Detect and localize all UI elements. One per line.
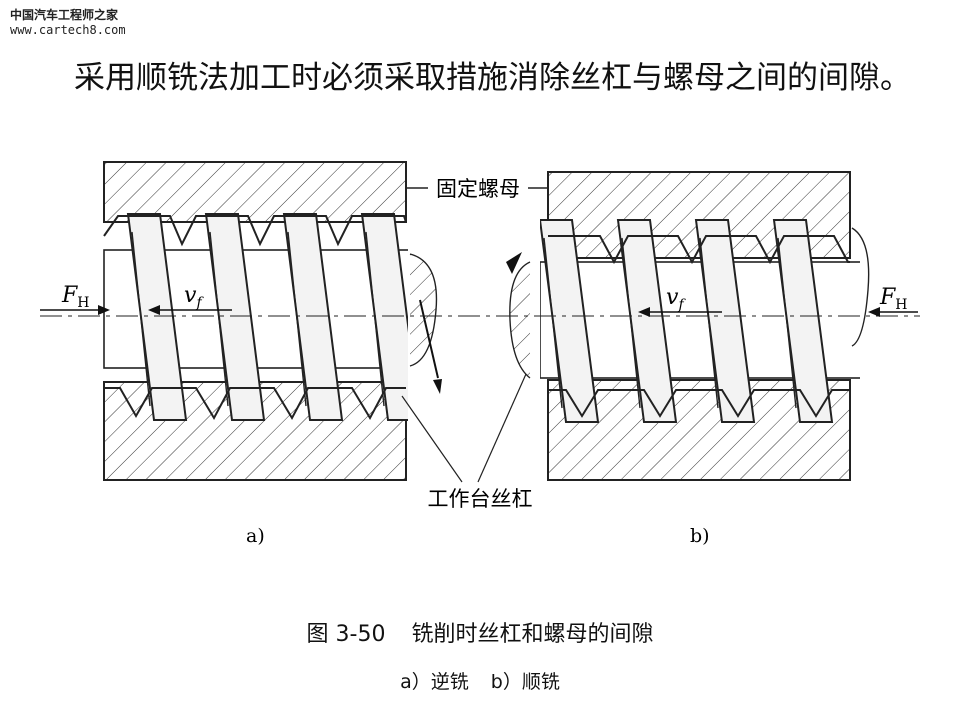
- figure-title: 铣削时丝杠和螺母的间隙: [411, 622, 654, 647]
- body-paragraph: 采用顺铣法加工时必须采取措施消除丝杠与螺母之间的间隙。: [74, 60, 911, 96]
- subcaption-b: b）顺铣: [490, 671, 560, 693]
- panel-label-b: b): [690, 525, 710, 547]
- fixed-nut-label: 固定螺母: [436, 177, 520, 201]
- feed-label-b: vf: [666, 285, 686, 313]
- subcaption-a: a）逆铣: [400, 671, 469, 693]
- panel-a: [103, 161, 442, 481]
- rotation-arrow-a: [419, 299, 439, 379]
- screw-end-section-b: [509, 261, 531, 379]
- rotation-arrow-b: [506, 252, 522, 274]
- watermark-url: www.cartech8.com: [10, 23, 126, 37]
- force-label-b: FH: [879, 285, 907, 313]
- leadscrew-nut-figure: FH vf vf FH 固定螺母 工作台丝杠 a) b): [40, 161, 920, 547]
- screw-threads-a: [126, 213, 408, 421]
- panel-label-a: a): [246, 525, 265, 547]
- leadscrew-leader-b: [477, 373, 527, 483]
- leadscrew-label: 工作台丝杠: [428, 487, 533, 511]
- panel-b: [506, 171, 870, 481]
- figure-caption: 图 3-50 铣削时丝杠和螺母的间隙: [0, 616, 960, 648]
- nut-top-a: [103, 161, 407, 223]
- nut-thread-profile-top-b: [548, 235, 850, 265]
- figure-number: 图 3-50: [306, 622, 386, 647]
- screw-threads-b: [540, 219, 834, 423]
- screw-end-right-b: [851, 227, 870, 347]
- nut-thread-profile-bottom-a: [104, 387, 406, 421]
- feed-label-a: vf: [184, 283, 204, 311]
- watermark-site-name: 中国汽车工程师之家: [10, 8, 119, 22]
- figure-subcaption: a）逆铣 b）顺铣: [0, 667, 960, 694]
- force-label-a: FH: [61, 283, 89, 311]
- nut-thread-profile-top-a: [103, 215, 407, 247]
- nut-thread-profile-bottom-b: [548, 389, 850, 418]
- leadscrew-leader-a: [401, 395, 463, 483]
